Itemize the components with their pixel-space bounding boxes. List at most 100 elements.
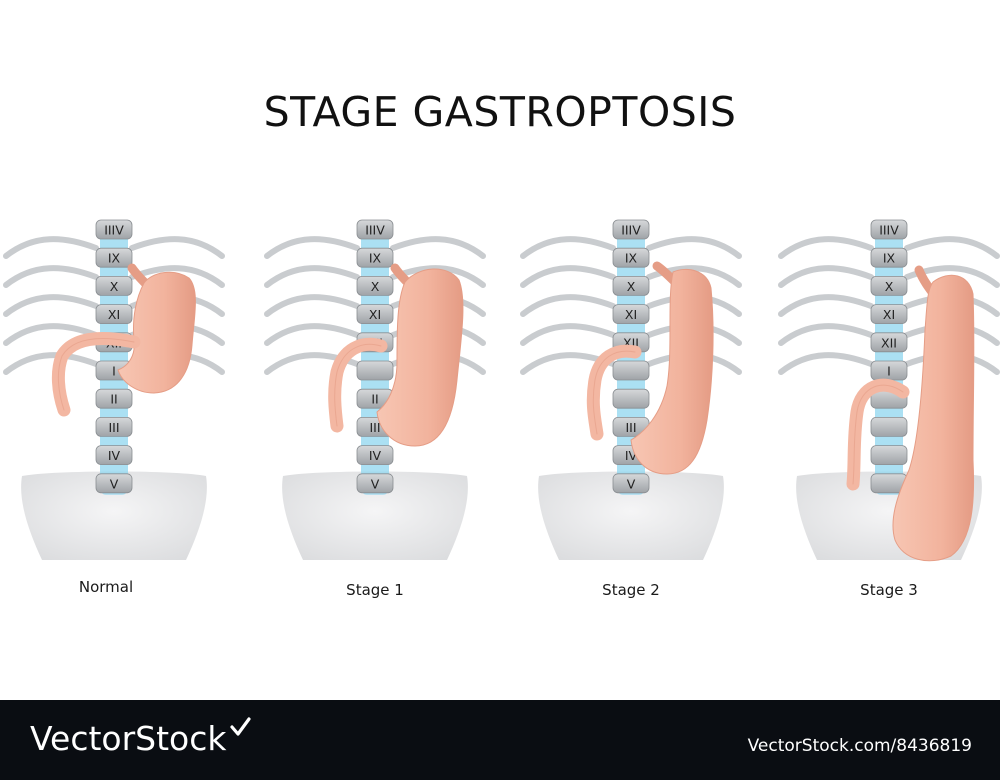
vertebra-label: X <box>110 279 119 294</box>
vertebra-label: IX <box>108 251 121 266</box>
vertebra <box>356 247 394 268</box>
rib-left <box>3 265 99 288</box>
rib-left <box>520 323 616 346</box>
rib-left <box>3 352 99 375</box>
vertebra <box>612 247 650 268</box>
vertebra-label: II <box>371 392 378 407</box>
vertebra-label: X <box>371 279 380 294</box>
rib-left <box>778 323 874 346</box>
rib-left <box>264 323 360 346</box>
vertebra <box>870 332 908 353</box>
vertebra-label: V <box>627 476 636 491</box>
rib-left <box>3 294 99 317</box>
vertebra <box>95 388 133 409</box>
vertebra-label: V <box>110 476 119 491</box>
vertebra-label: IV <box>108 448 121 463</box>
vertebra <box>612 360 650 381</box>
vertebra <box>870 219 908 240</box>
vertebra <box>612 304 650 325</box>
rib-left <box>778 236 874 259</box>
pelvis-shape <box>21 471 207 560</box>
watermark-brand-text: VectorStock <box>30 719 227 758</box>
rib-right <box>646 265 742 288</box>
vertebra <box>612 219 650 240</box>
vertebra <box>870 304 908 325</box>
rib-left <box>778 265 874 288</box>
vertebra <box>870 416 908 437</box>
vertebra-label: IIIV <box>104 223 124 238</box>
watermark-brand: VectorStock <box>30 716 251 758</box>
duodenum-outline <box>852 384 904 485</box>
rib-left <box>3 236 99 259</box>
vertebra-label: III <box>625 420 636 435</box>
stomach-shape <box>892 274 975 562</box>
vertebra-label: IX <box>883 251 896 266</box>
vertebra <box>870 247 908 268</box>
vertebra-label: XI <box>369 307 381 322</box>
vertebra-label: XI <box>108 307 120 322</box>
vertebra <box>356 275 394 296</box>
duodenum-outline <box>592 350 636 435</box>
watermark-url: VectorStock.com/8436819 <box>747 736 972 756</box>
rib-left <box>264 294 360 317</box>
vertebra <box>95 304 133 325</box>
panel-caption: Stage 3 <box>860 581 918 599</box>
vertebra <box>870 445 908 466</box>
vertebra-label: IIIV <box>879 223 899 238</box>
panel-stage3: IIIV IX X XI XII I Stage 3 <box>778 219 1000 599</box>
vertebra <box>95 219 133 240</box>
vertebra-label: V <box>371 476 380 491</box>
vertebra <box>356 219 394 240</box>
vertebra <box>95 247 133 268</box>
rib-right <box>390 236 486 259</box>
vertebra-label: XII <box>881 335 897 350</box>
rib-left <box>520 294 616 317</box>
vertebra <box>356 360 394 381</box>
vertebra <box>95 445 133 466</box>
panel-caption: Stage 2 <box>602 581 660 599</box>
vertebra-label: I <box>887 364 891 379</box>
rib-right <box>646 236 742 259</box>
diagram-title: STAGE GASTROPTOSIS <box>263 88 737 136</box>
vertebra <box>356 473 394 494</box>
vertebra-label: XI <box>625 307 637 322</box>
panel-caption: Stage 1 <box>346 581 404 599</box>
vertebra-label: III <box>108 420 119 435</box>
pelvis-shape <box>538 471 724 560</box>
vertebra-label: III <box>369 420 380 435</box>
vertebra <box>356 304 394 325</box>
vertebra-label: IX <box>369 251 382 266</box>
vertebra-label: XI <box>883 307 895 322</box>
stomach-shape <box>376 268 464 447</box>
vertebra <box>356 445 394 466</box>
pelvis-shape <box>282 471 468 560</box>
vertebra-label: IIIV <box>621 223 641 238</box>
rib-left <box>520 236 616 259</box>
vertebra-label: IIIV <box>365 223 385 238</box>
watermark-bar: VectorStock VectorStock.com/8436819 <box>0 700 1000 780</box>
vertebra-label: I <box>112 364 116 379</box>
checkmark-logo-icon <box>229 717 251 736</box>
rib-left <box>778 352 874 375</box>
rib-left <box>778 294 874 317</box>
rib-left <box>264 236 360 259</box>
rib-left <box>520 265 616 288</box>
vertebra <box>870 275 908 296</box>
duodenum-outline <box>57 338 135 411</box>
rib-right <box>904 236 1000 259</box>
vertebra <box>95 275 133 296</box>
vertebra <box>95 416 133 437</box>
vertebra-label: II <box>110 392 117 407</box>
stomach-shape <box>630 268 714 475</box>
rib-left <box>3 323 99 346</box>
duodenum-outline <box>334 343 382 427</box>
vertebra-label: IX <box>625 251 638 266</box>
vertebra <box>612 275 650 296</box>
vertebra-label: X <box>885 279 894 294</box>
rib-right <box>129 236 225 259</box>
gastroptosis-figure: IIIVIXXXIXIIIIIIIIIVVNormalIIIVIXXXIXIII… <box>3 219 1000 599</box>
vertebra-label: X <box>627 279 636 294</box>
